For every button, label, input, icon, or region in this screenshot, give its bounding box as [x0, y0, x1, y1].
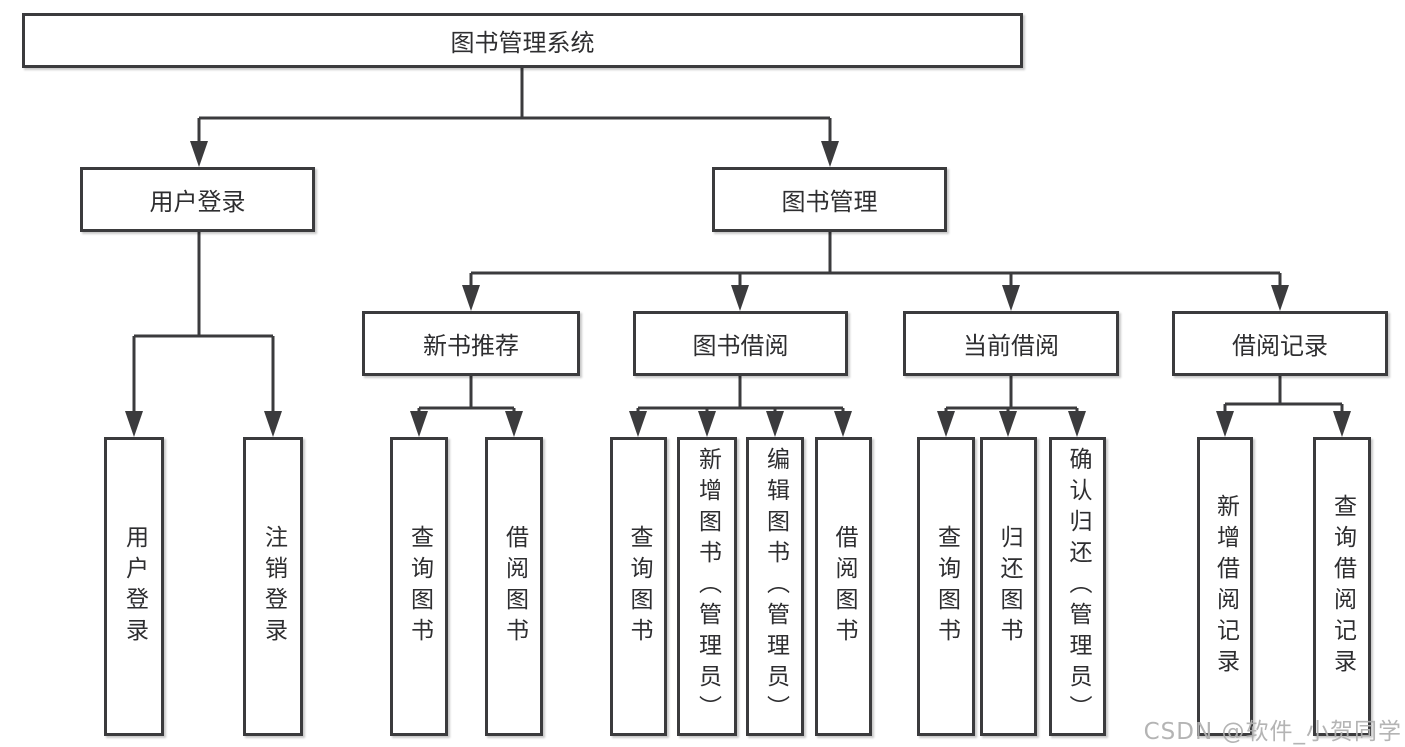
node-new-book-recommend: 新书推荐	[362, 311, 580, 376]
leaf-current-query-books: 查询图书	[917, 437, 975, 736]
connector-borrow-to-leaves	[629, 376, 852, 437]
node-new-book-recommend-label: 新书推荐	[423, 332, 519, 360]
node-current-borrow: 当前借阅	[903, 311, 1119, 376]
leaf-borrow-query-books-label: 查询图书	[626, 524, 652, 649]
leaf-recommend-borrow-books: 借阅图书	[485, 437, 543, 736]
connector-mgmt-to-level3	[462, 232, 1289, 311]
leaf-add-borrow-record: 新增借阅记录	[1197, 437, 1253, 736]
leaf-confirm-return-admin: 确认归还（管理员）	[1049, 437, 1106, 736]
connector-current-to-leaves	[937, 376, 1086, 437]
leaf-confirm-return-admin-label: 确认归还（管理员）	[1065, 447, 1091, 726]
leaf-logout-label: 注销登录	[260, 524, 287, 649]
leaf-logout: 注销登录	[243, 437, 303, 736]
leaf-query-borrow-record-label: 查询借阅记录	[1329, 493, 1356, 680]
leaf-recommend-borrow-books-label: 借阅图书	[501, 524, 528, 649]
leaf-recommend-query-books-label: 查询图书	[406, 524, 433, 649]
node-user-login: 用户登录	[80, 167, 315, 232]
leaf-query-borrow-record: 查询借阅记录	[1313, 437, 1371, 736]
leaf-add-books-admin: 新增图书（管理员）	[677, 437, 737, 736]
leaf-borrow-books: 借阅图书	[815, 437, 872, 736]
node-book-borrow: 图书借阅	[633, 311, 848, 376]
node-book-management: 图书管理	[712, 167, 947, 232]
node-root-label: 图书管理系统	[450, 29, 595, 57]
node-book-management-label: 图书管理	[781, 188, 878, 216]
leaf-current-query-books-label: 查询图书	[933, 524, 960, 649]
leaf-edit-books-admin: 编辑图书（管理员）	[746, 437, 804, 736]
connector-root-to-level2	[190, 68, 839, 167]
leaf-return-books-label: 归还图书	[996, 524, 1022, 649]
leaf-user-login-label: 用户登录	[121, 524, 148, 649]
leaf-return-books: 归还图书	[980, 437, 1037, 736]
csdn-watermark: CSDN @软件_小贺同学	[1143, 719, 1402, 745]
leaf-edit-books-admin-label: 编辑图书（管理员）	[762, 447, 789, 726]
leaf-add-books-admin-label: 新增图书（管理员）	[694, 447, 721, 726]
leaf-borrow-books-label: 借阅图书	[831, 524, 857, 649]
leaf-add-borrow-record-label: 新增借阅记录	[1212, 493, 1239, 680]
node-current-borrow-label: 当前借阅	[963, 332, 1059, 360]
connector-login-to-leaves	[125, 232, 282, 437]
connector-records-to-leaves	[1216, 376, 1351, 437]
leaf-borrow-query-books: 查询图书	[610, 437, 667, 736]
node-root: 图书管理系统	[22, 13, 1023, 68]
leaf-user-login: 用户登录	[104, 437, 164, 736]
node-book-borrow-label: 图书借阅	[692, 332, 789, 360]
node-user-login-label: 用户登录	[149, 188, 246, 216]
node-borrow-records: 借阅记录	[1172, 311, 1388, 376]
connector-recommend-to-leaves	[410, 376, 523, 437]
node-borrow-records-label: 借阅记录	[1232, 332, 1328, 360]
leaf-recommend-query-books: 查询图书	[390, 437, 448, 736]
